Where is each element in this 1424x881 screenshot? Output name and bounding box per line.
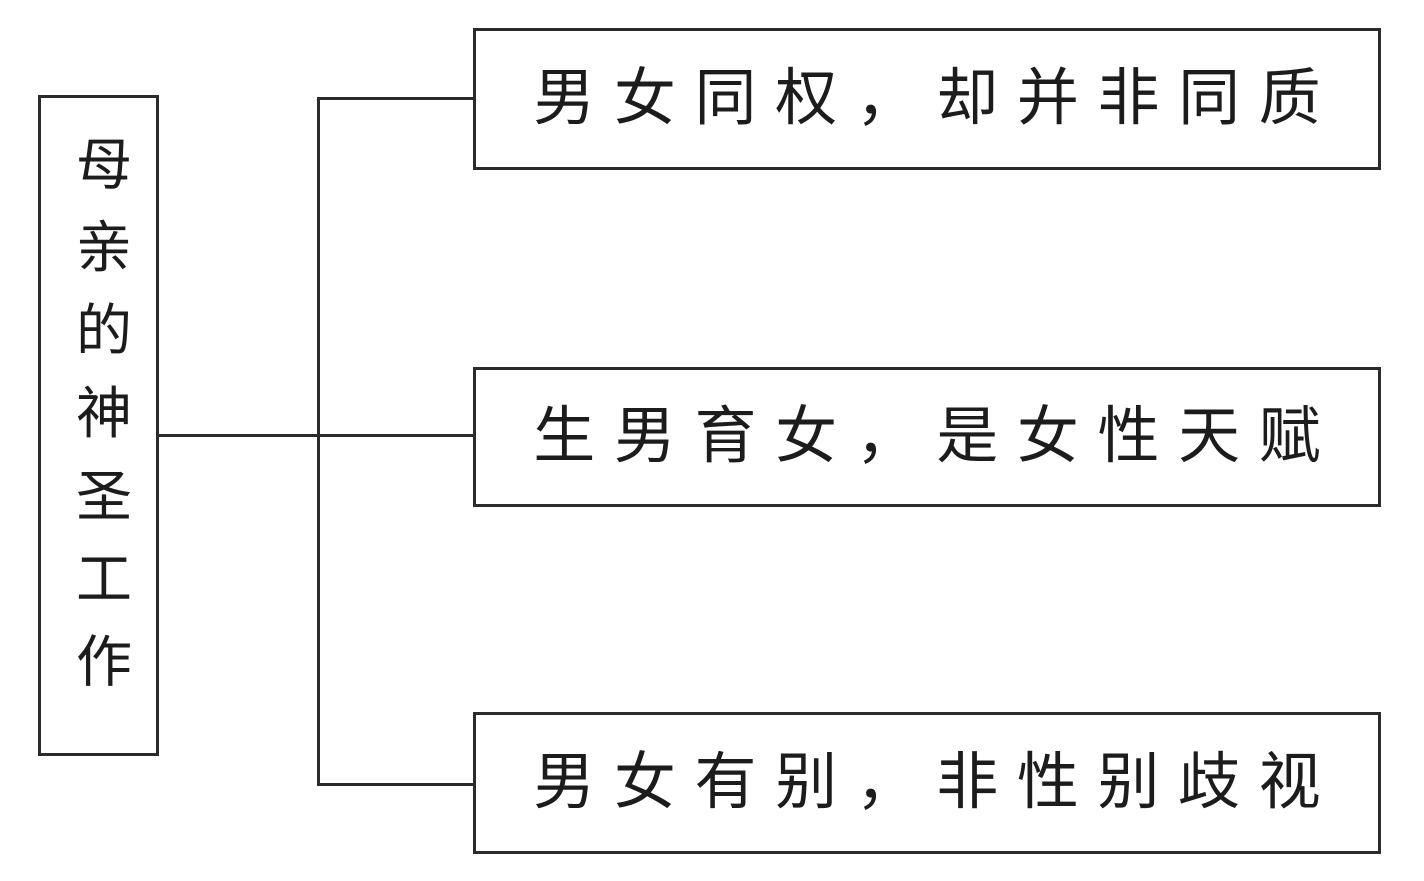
root-node: 母亲的神圣工作 bbox=[38, 95, 159, 756]
connector-top-branch-line bbox=[317, 97, 474, 100]
branch-node-2-label: 生男育女，是女性天赋 bbox=[533, 403, 1340, 471]
branch-node-1: 男女同权，却并非同质 bbox=[473, 28, 1381, 170]
branch-node-3-label: 男女有别，非性别歧视 bbox=[533, 749, 1340, 817]
root-node-label: 母亲的神圣工作 bbox=[67, 135, 130, 716]
branch-node-3: 男女有别，非性别歧视 bbox=[473, 712, 1381, 854]
branch-node-2: 生男育女，是女性天赋 bbox=[473, 367, 1381, 507]
connector-trunk-line bbox=[317, 97, 320, 786]
branch-node-1-label: 男女同权，却并非同质 bbox=[533, 65, 1340, 133]
connector-root-line bbox=[157, 434, 474, 437]
connector-bottom-branch-line bbox=[317, 783, 474, 786]
